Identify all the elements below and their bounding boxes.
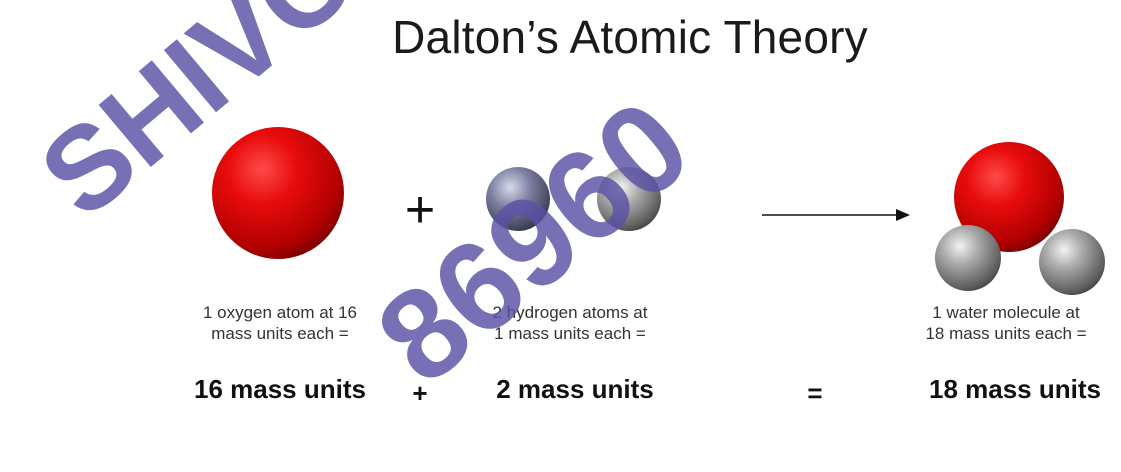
plus-operator-small: + bbox=[412, 378, 428, 408]
hydrogen-label-line-1: 2 hydrogen atoms at bbox=[492, 303, 648, 322]
water-label-line-2: 18 mass units each = bbox=[925, 324, 1087, 343]
oxygen-label-line-1: 1 oxygen atom at 16 bbox=[202, 303, 358, 322]
hydrogen-total: 2 mass units bbox=[496, 374, 654, 404]
water-molecule bbox=[935, 142, 1105, 295]
plus-operator-large: + bbox=[404, 181, 436, 239]
hydrogen-atom-1 bbox=[486, 167, 550, 231]
water-total: 18 mass units bbox=[929, 374, 1101, 404]
reaction-arrow bbox=[762, 209, 910, 221]
hydrogen-atom-2 bbox=[597, 167, 661, 231]
hydrogen-label-line-2: 1 mass units each = bbox=[494, 324, 646, 343]
oxygen-label-line-2: mass units each = bbox=[211, 324, 349, 343]
oxygen-atom bbox=[212, 127, 344, 259]
water-label-line-1: 1 water molecule at bbox=[932, 303, 1080, 322]
page-title: Dalton’s Atomic Theory bbox=[392, 11, 868, 63]
equals-operator: = bbox=[807, 378, 823, 408]
oxygen-total: 16 mass units bbox=[194, 374, 366, 404]
hydrogen-label: 2 hydrogen atoms at 1 mass units each = bbox=[445, 302, 695, 344]
oxygen-label: 1 oxygen atom at 16 mass units each = bbox=[155, 302, 405, 344]
water-label: 1 water molecule at 18 mass units each = bbox=[891, 302, 1121, 344]
